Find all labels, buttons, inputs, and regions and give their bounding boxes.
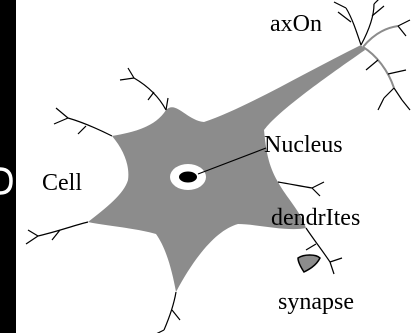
synapse-bulb — [298, 255, 320, 272]
label-dendrites: dendrItes — [271, 206, 360, 230]
nucleus-core — [179, 172, 197, 183]
label-cell: Cell — [42, 171, 82, 195]
label-synapse: synapse — [278, 290, 354, 314]
left-edge-cropped-glyph — [0, 166, 16, 196]
label-axon: axOn — [270, 12, 322, 36]
cell-body — [88, 45, 365, 292]
label-nucleus: Nucleus — [264, 133, 343, 157]
neuron-diagram: axOn Nucleus Cell dendrItes synapse — [16, 0, 414, 333]
